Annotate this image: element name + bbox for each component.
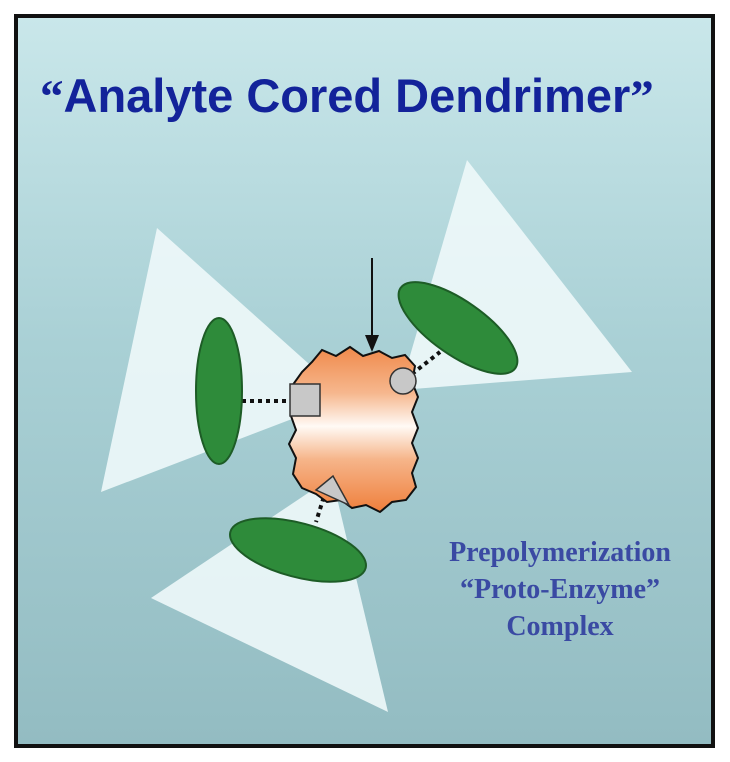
caption-line-2: “Proto-Enzyme” [459, 574, 661, 605]
slide-title: “Analyte Cored Dendrimer” [40, 69, 654, 123]
caption-line-1: Prepolymerization [449, 537, 671, 568]
dendron-cone-bottom [151, 477, 388, 712]
binding-site-square [289, 383, 321, 417]
linker-upper-right [410, 350, 442, 376]
recognition-ellipse-left [195, 317, 243, 465]
linker-bottom [314, 489, 328, 523]
recognition-ellipse-upper-right [397, 281, 519, 375]
complex-caption: Prepolymerization “Proto-Enzyme” Complex [390, 534, 730, 645]
arrow-head-icon [365, 335, 379, 352]
binding-site-triangle [314, 474, 351, 507]
analyte-core [287, 345, 420, 514]
caption-line-3: Complex [506, 611, 614, 642]
binding-site-circle [389, 367, 417, 395]
recognition-ellipse-bottom [229, 517, 367, 583]
